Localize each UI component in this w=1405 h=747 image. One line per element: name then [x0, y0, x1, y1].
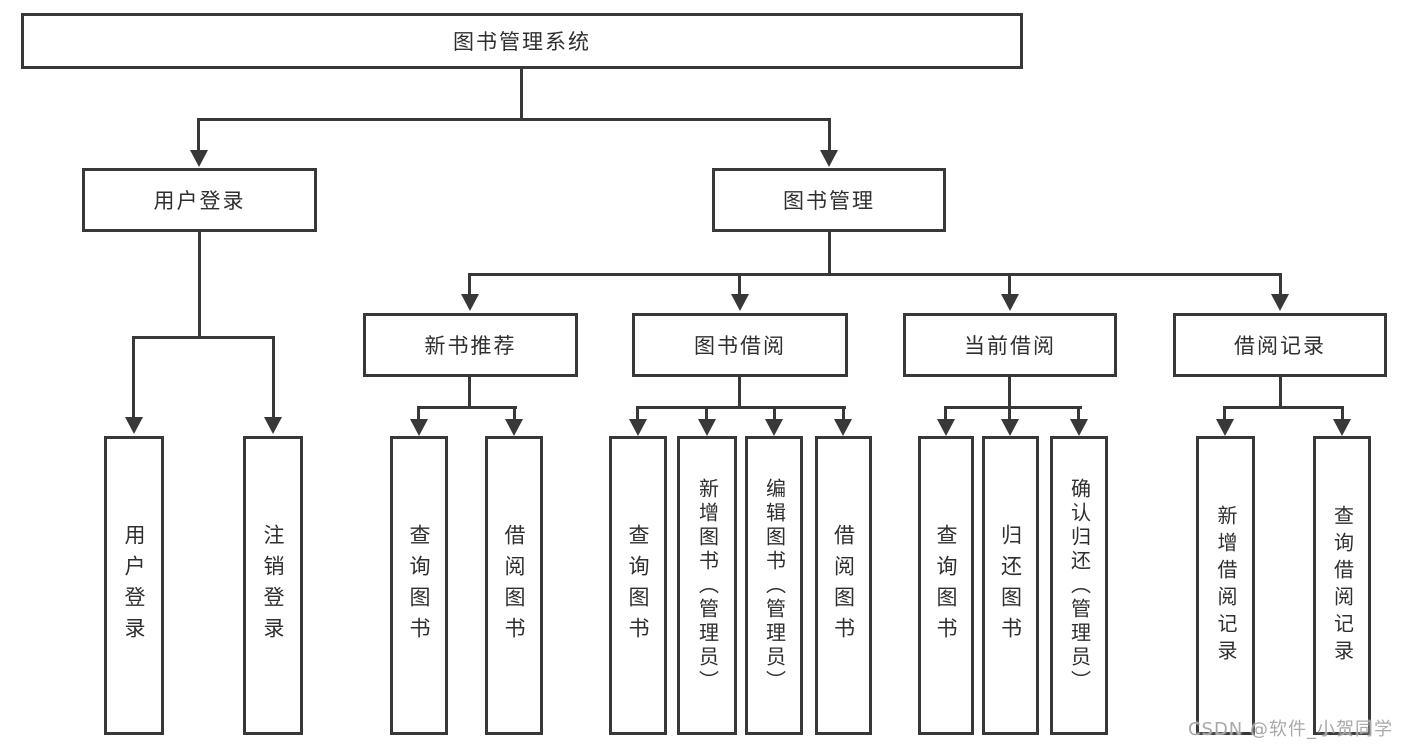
leaf-return-books: 归还图书 — [982, 436, 1039, 735]
node-current-borrowing: 当前借阅 — [903, 313, 1117, 377]
connector-line — [738, 377, 741, 409]
connector-line — [1077, 406, 1080, 422]
node-label: 注销登录 — [261, 523, 286, 648]
csdn-watermark: CSDN @软件_小贺同学 — [1187, 719, 1393, 740]
node-label: 用户登录 — [153, 189, 246, 213]
node-label: 图书管理系统 — [453, 30, 591, 54]
leaf-confirm-return-admin: 确认归还（管理员） — [1050, 436, 1108, 735]
connector-line — [1223, 406, 1344, 409]
arrowhead-down-icon — [125, 417, 143, 434]
node-library-management-system: 图书管理系统 — [21, 13, 1023, 69]
leaf-borrow-books-borrowing: 借阅图书 — [815, 436, 872, 735]
connector-line — [417, 406, 517, 409]
connector-line — [1223, 406, 1226, 422]
connector-line — [1279, 273, 1282, 297]
connector-line — [1008, 377, 1011, 409]
node-label: 借阅记录 — [1234, 334, 1326, 358]
node-label: 图书管理 — [783, 189, 875, 213]
node-label: 借阅图书 — [502, 523, 527, 648]
arrowhead-down-icon — [264, 417, 282, 434]
node-label: 借阅图书 — [831, 523, 856, 648]
node-label: 归还图书 — [998, 523, 1023, 648]
node-label: 查询图书 — [934, 523, 959, 648]
arrowhead-down-icon — [1001, 419, 1019, 436]
arrowhead-down-icon — [1001, 294, 1019, 311]
leaf-borrow-books-recommend: 借阅图书 — [485, 436, 543, 735]
node-label: 新增图书（管理员） — [695, 477, 720, 694]
node-book-borrowing: 图书借阅 — [632, 313, 848, 377]
node-book-management: 图书管理 — [712, 168, 946, 232]
arrowhead-down-icon — [629, 419, 647, 436]
leaf-query-books-current: 查询图书 — [918, 436, 974, 735]
connector-line — [1279, 377, 1282, 409]
connector-line — [636, 406, 639, 422]
node-new-book-recommend: 新书推荐 — [363, 313, 578, 377]
leaf-user-login: 用户登录 — [104, 436, 164, 735]
leaf-query-borrow-record: 查询借阅记录 — [1313, 436, 1371, 735]
node-label: 确认归还（管理员） — [1067, 477, 1092, 694]
connector-line — [773, 406, 776, 422]
connector-line — [944, 406, 947, 422]
node-label: 当前借阅 — [964, 334, 1056, 358]
connector-line — [636, 406, 846, 409]
leaf-add-borrow-record: 新增借阅记录 — [1196, 436, 1255, 735]
arrowhead-down-icon — [834, 419, 852, 436]
connector-line — [513, 406, 516, 422]
arrowhead-down-icon — [937, 419, 955, 436]
connector-line — [738, 273, 741, 297]
node-borrowing-records: 借阅记录 — [1173, 313, 1387, 377]
leaf-query-books-borrowing: 查询图书 — [609, 436, 667, 735]
connector-line — [842, 406, 845, 422]
leaf-logout: 注销登录 — [243, 436, 303, 735]
connector-line — [520, 69, 523, 121]
connector-line — [132, 336, 135, 418]
node-label: 查询图书 — [626, 523, 651, 648]
node-label: 图书借阅 — [694, 334, 786, 358]
arrowhead-down-icon — [1216, 419, 1234, 436]
node-label: 新增借阅记录 — [1214, 504, 1238, 667]
connector-line — [272, 336, 275, 418]
connector-line — [1008, 273, 1011, 297]
node-label: 查询图书 — [407, 523, 432, 648]
connector-line — [944, 406, 1082, 409]
arrowhead-down-icon — [1333, 419, 1351, 436]
connector-line — [417, 406, 420, 422]
connector-line — [1008, 406, 1011, 422]
node-label: 用户登录 — [122, 523, 147, 648]
arrowhead-down-icon — [820, 150, 838, 167]
connector-line — [468, 377, 471, 409]
arrowhead-down-icon — [765, 419, 783, 436]
connector-line — [828, 232, 831, 276]
connector-line — [705, 406, 708, 422]
connector-line — [828, 118, 831, 152]
arrowhead-down-icon — [505, 419, 523, 436]
connector-line — [197, 118, 831, 121]
connector-line — [1341, 406, 1344, 422]
connector-line — [197, 118, 200, 152]
leaf-add-books-admin: 新增图书（管理员） — [677, 436, 737, 735]
arrowhead-down-icon — [461, 294, 479, 311]
arrowhead-down-icon — [1070, 419, 1088, 436]
arrowhead-down-icon — [698, 419, 716, 436]
node-user-login: 用户登录 — [82, 168, 317, 232]
connector-line — [132, 336, 275, 339]
arrowhead-down-icon — [410, 419, 428, 436]
connector-line — [468, 273, 1282, 276]
arrowhead-down-icon — [1271, 294, 1289, 311]
leaf-query-books-recommend: 查询图书 — [390, 436, 448, 735]
connector-line — [198, 232, 201, 336]
arrowhead-down-icon — [731, 294, 749, 311]
connector-line — [468, 273, 471, 297]
node-label: 查询借阅记录 — [1330, 504, 1355, 667]
arrowhead-down-icon — [190, 150, 208, 167]
node-label: 编辑图书（管理员） — [762, 477, 787, 694]
leaf-edit-books-admin: 编辑图书（管理员） — [745, 436, 803, 735]
node-label: 新书推荐 — [424, 334, 517, 358]
